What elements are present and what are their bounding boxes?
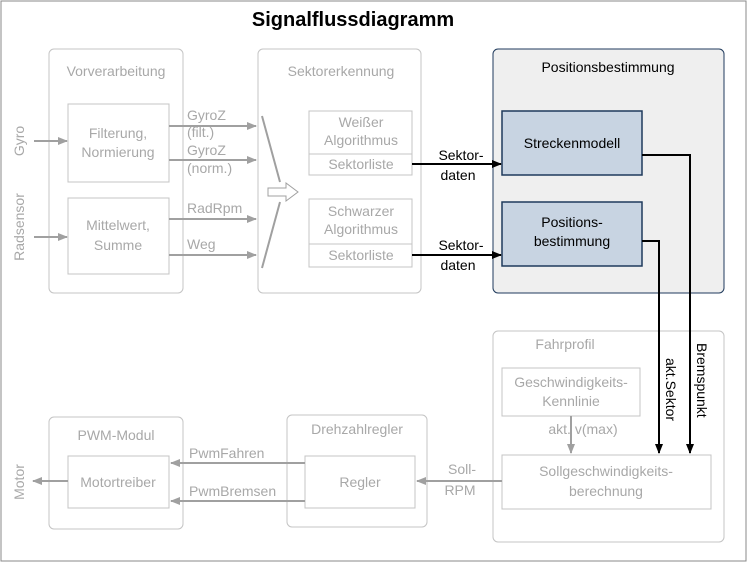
group-title-drehzahlregler: Drehzahlregler — [311, 421, 403, 437]
motortreiber-label: Motortreiber — [80, 474, 156, 490]
positionsbestimmung-label-1: Positions- — [541, 214, 603, 230]
radsensor-input-label: Radsensor — [11, 193, 27, 261]
schwarzer-label-2: Algorithmus — [324, 221, 398, 237]
weisser-algorithmus-box — [308, 110, 413, 176]
kennlinie-box — [501, 367, 641, 417]
sektordaten-2-label-1: Sektor- — [438, 237, 483, 253]
funnel-line-bottom — [261, 201, 281, 269]
gyro-input-label: Gyro — [11, 126, 27, 157]
funnel-line-top — [261, 115, 281, 183]
filterung-label-2: Normierung — [81, 144, 154, 160]
pwm-bremsen-label: PwmBremsen — [189, 483, 276, 499]
sollgeschwindigkeit-box — [501, 454, 712, 510]
streckenmodell-box — [501, 110, 643, 176]
bremspunkt-label: Bremspunkt — [694, 343, 710, 418]
mittelwert-label-1: Mittelwert, — [86, 217, 150, 233]
sektordaten-2-label-2: daten — [440, 257, 475, 273]
gyroz-filt-label-1: GyroZ — [187, 107, 226, 123]
sektorliste-2-label: Sektorliste — [328, 247, 394, 263]
mittelwert-label-2: Summe — [94, 237, 142, 253]
schwarzer-label-1: Schwarzer — [328, 203, 394, 219]
filterung-label-1: Filterung, — [89, 125, 147, 141]
weisser-label-2: Algorithmus — [324, 132, 398, 148]
sektordaten-1-label-2: daten — [440, 167, 475, 183]
diagram-title: Signalflussdiagramm — [252, 9, 454, 31]
gyroz-filt-label-2: (filt.) — [187, 124, 214, 140]
positionsbestimmung-label-2: bestimmung — [534, 233, 610, 249]
kennlinie-label-2: Kennlinie — [542, 393, 600, 409]
kennlinie-label-1: Geschwindigkeits- — [514, 374, 628, 390]
mittelwert-box — [67, 197, 170, 275]
akt-sektor-label: akt.Sektor — [663, 358, 679, 421]
radrpm-label: RadRpm — [187, 200, 242, 216]
regler-box — [304, 455, 416, 509]
group-title-pwm-modul: PWM-Modul — [77, 427, 154, 443]
weisser-label-1: Weißer — [339, 114, 384, 130]
pwm-fahren-label: PwmFahren — [189, 445, 264, 461]
bremspunkt-arrow — [642, 154, 694, 454]
sollgeschwindigkeit-label-2: berechnung — [569, 483, 643, 499]
sollgeschwindigkeit-label-1: Sollgeschwindigkeits- — [539, 463, 673, 479]
motor-output-label: Motor — [11, 464, 27, 500]
schwarzer-algorithmus-box — [308, 198, 413, 268]
streckenmodell-label: Streckenmodell — [524, 135, 621, 151]
filterung-box — [67, 103, 170, 183]
group-title-vorverarbeitung: Vorverarbeitung — [67, 63, 166, 79]
group-title-sektorerkennung: Sektorerkennung — [288, 63, 395, 79]
akt-sektor-arrow — [642, 240, 663, 454]
motortreiber-box — [67, 455, 170, 509]
weg-label: Weg — [187, 236, 216, 252]
regler-label: Regler — [339, 474, 381, 490]
hollow-arrow-icon — [267, 182, 299, 202]
gyroz-norm-label-1: GyroZ — [187, 142, 226, 158]
gyroz-norm-label-2: (norm.) — [187, 160, 232, 176]
soll-rpm-label-2: RPM — [444, 482, 475, 498]
sektorliste-1-label: Sektorliste — [328, 156, 394, 172]
positionsbestimmung-box — [501, 201, 643, 267]
soll-rpm-label-1: Soll- — [448, 461, 476, 477]
group-title-fahrprofil: Fahrprofil — [535, 336, 594, 352]
group-title-positionsbestimmung: Positionsbestimmung — [541, 59, 674, 75]
sektordaten-1-label-1: Sektor- — [438, 147, 483, 163]
vmax-label: akt. v(max) — [548, 421, 617, 437]
